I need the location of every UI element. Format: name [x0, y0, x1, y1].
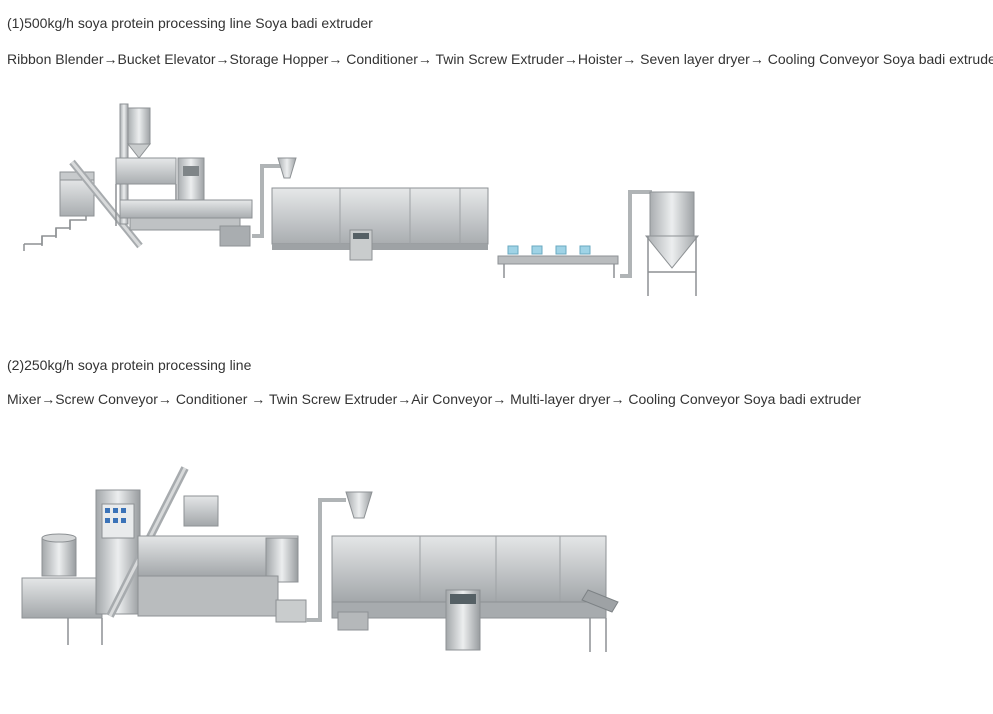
- processing-line-500-image: [23, 103, 700, 296]
- section2-title: (2)250kg/h soya protein processing line: [7, 357, 252, 373]
- section2-process-flow: Mixer→Screw Conveyor→ Conditioner → Twin…: [7, 391, 862, 407]
- processing-line-250-image: [21, 466, 619, 652]
- section1-title: (1)500kg/h soya protein processing line …: [7, 15, 373, 31]
- section1-process-flow: Ribbon Blender→Bucket Elevator→Storage H…: [7, 51, 993, 67]
